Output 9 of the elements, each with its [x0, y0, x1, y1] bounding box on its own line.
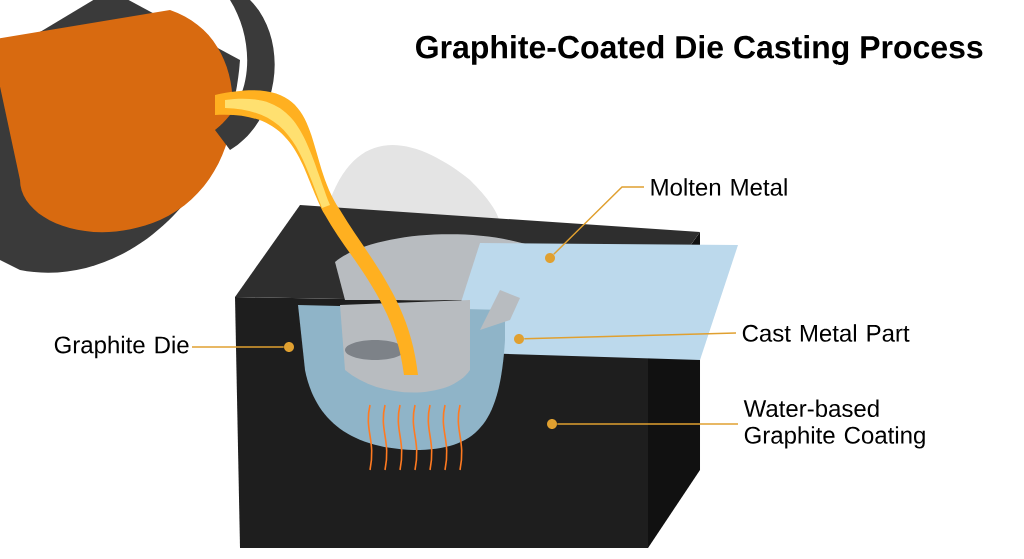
leader-line — [523, 332, 737, 340]
callout-label: Graphite Die — [54, 335, 189, 359]
callout-label: Water-based Graphite Coating — [743, 399, 925, 449]
title: Graphite-Coated Die Casting Process — [416, 35, 983, 65]
callout-label: Cast Metal Part — [742, 324, 910, 342]
leader-line — [191, 346, 285, 348]
callout-label: Molten Metal — [651, 178, 787, 196]
leader-line — [556, 423, 739, 425]
leader-line — [553, 186, 645, 256]
